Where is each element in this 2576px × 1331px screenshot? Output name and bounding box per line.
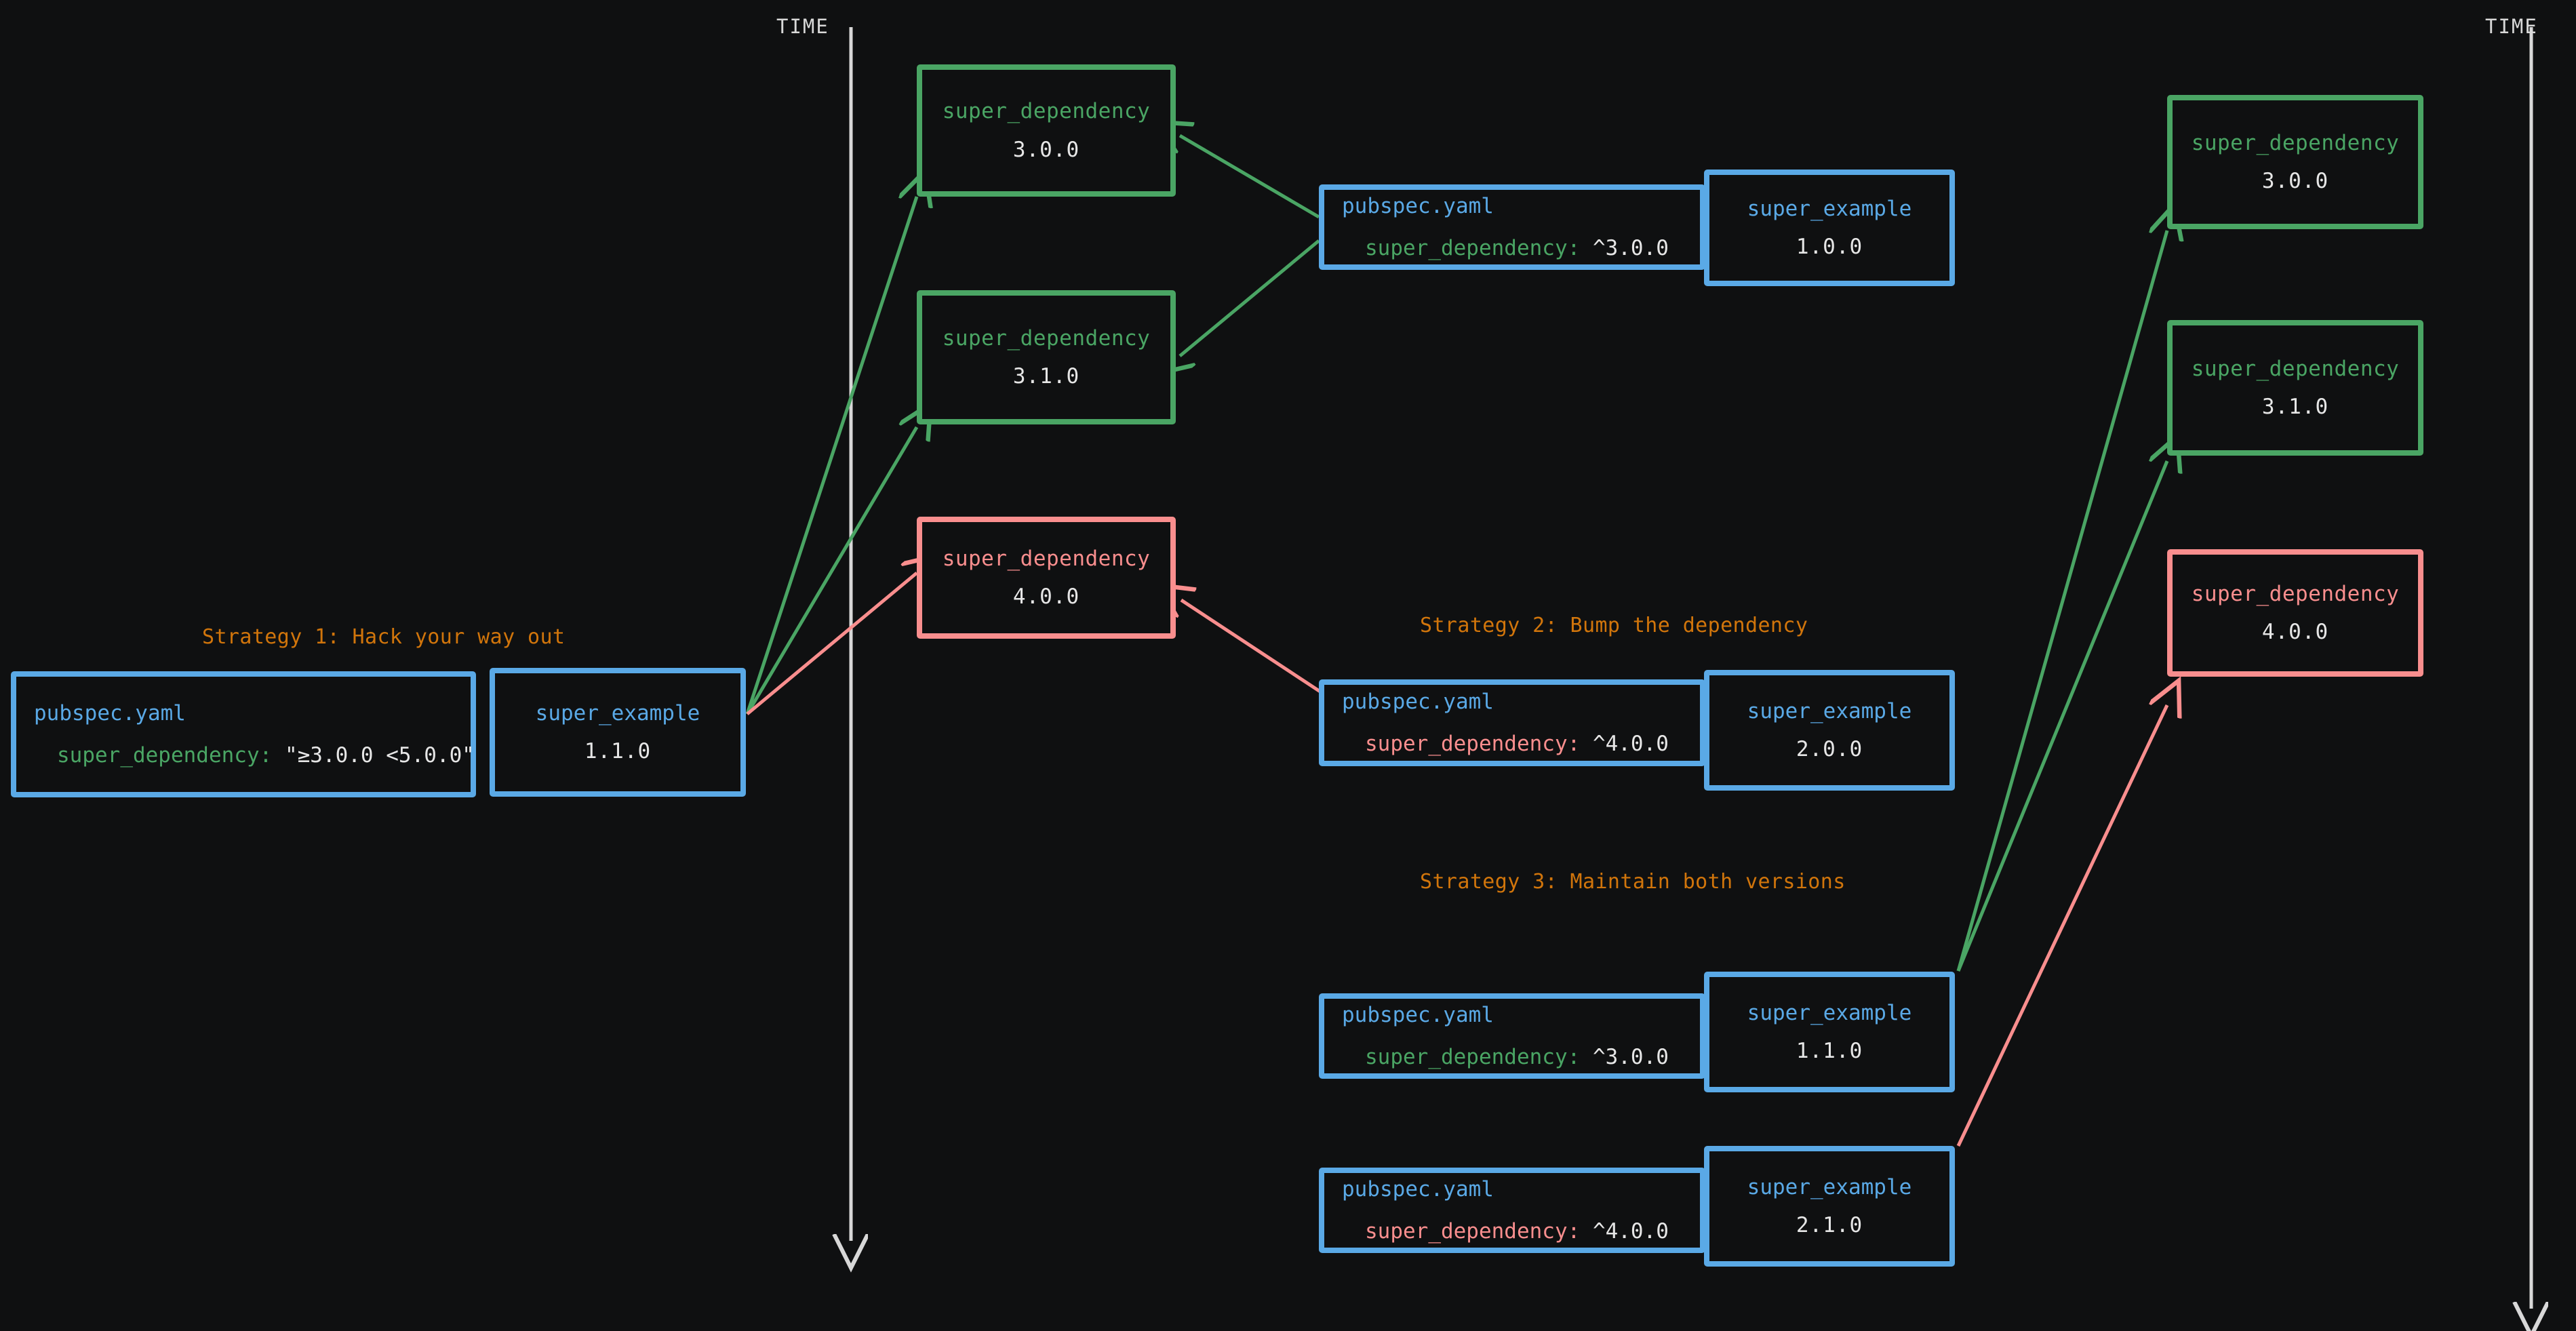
pubspec-filename: pubspec.yaml <box>1342 1176 1494 1201</box>
pubspec-filename: pubspec.yaml <box>1342 1002 1494 1027</box>
arrow-s1pkg-to-dep400 <box>746 573 917 715</box>
dep-version: 3.0.0 <box>2261 169 2329 193</box>
arrow-s3pkgA-to-rdep310 <box>1956 461 2167 972</box>
package-name: super_example <box>1747 1174 1912 1199</box>
pubspec-box-strategy1: pubspec.yaml super_dependency: "≥3.0.0 <… <box>11 671 476 797</box>
pubspec-dependency-value: ^4.0.0 <box>1580 732 1669 756</box>
pubspec-dependency-key: super_dependency: <box>1365 236 1581 260</box>
package-box-strategy3-1-1-0: super_example 1.1.0 <box>1704 972 1955 1092</box>
pubspec-dependency-key: super_dependency: <box>57 743 273 768</box>
arrow-top-yaml-to-dep310 <box>1180 239 1320 356</box>
dep-version: 3.1.0 <box>1012 364 1080 389</box>
pubspec-dependency-line: super_dependency: ^4.0.0 <box>1342 732 1669 755</box>
arrow-s3pkgB-to-rdep400 <box>1956 705 2167 1147</box>
package-name: super_example <box>535 700 700 726</box>
package-name: super_example <box>1747 196 1912 221</box>
pubspec-dependency-value: ^4.0.0 <box>1580 1219 1669 1244</box>
dep-version: 3.1.0 <box>2261 395 2329 419</box>
package-version: 2.0.0 <box>1796 737 1863 761</box>
pubspec-box-strategy3-b: pubspec.yaml super_dependency: ^4.0.0 <box>1319 1168 1705 1253</box>
dep-name: super_dependency <box>2191 581 2400 606</box>
pubspec-dependency-key: super_dependency: <box>1365 1219 1581 1244</box>
time-axis-right-label: TIME <box>2485 15 2538 38</box>
strategy-1-label: Strategy 1: Hack your way out <box>202 625 566 649</box>
package-version: 2.1.0 <box>1796 1213 1863 1237</box>
package-version: 1.0.0 <box>1796 235 1863 259</box>
dep-version: 3.0.0 <box>1012 137 1080 162</box>
package-name: super_example <box>1747 698 1912 723</box>
pubspec-dependency-value: ^3.0.0 <box>1580 1045 1669 1069</box>
arrow-s3pkgA-to-rdep300 <box>1956 231 2167 972</box>
package-box-strategy2-2-0-0: super_example 2.0.0 <box>1704 670 1955 791</box>
pubspec-filename: pubspec.yaml <box>34 700 186 726</box>
dep-box-right-3-1-0: super_dependency 3.1.0 <box>2167 320 2423 456</box>
pubspec-filename: pubspec.yaml <box>1342 193 1494 218</box>
dep-box-center-3-0-0: super_dependency 3.0.0 <box>917 64 1176 197</box>
package-version: 1.1.0 <box>584 739 652 763</box>
arrow-top-yaml-to-dep300 <box>1180 136 1320 219</box>
pubspec-box-top: pubspec.yaml super_dependency: ^3.0.0 <box>1319 184 1705 270</box>
pubspec-dependency-value: "≥3.0.0 <5.0.0" <box>272 743 475 768</box>
dep-box-center-3-1-0: super_dependency 3.1.0 <box>917 290 1176 424</box>
arrow-s1pkg-to-dep300 <box>745 197 917 715</box>
pubspec-dependency-value: ^3.0.0 <box>1580 236 1669 260</box>
pubspec-box-strategy2: pubspec.yaml super_dependency: ^4.0.0 <box>1319 679 1705 766</box>
package-version: 1.1.0 <box>1796 1039 1863 1063</box>
dep-name: super_dependency <box>942 546 1151 571</box>
dep-version: 4.0.0 <box>1012 584 1080 609</box>
strategy-2-label: Strategy 2: Bump the dependency <box>1420 614 1808 637</box>
dep-version: 4.0.0 <box>2261 620 2329 644</box>
pubspec-box-strategy3-a: pubspec.yaml super_dependency: ^3.0.0 <box>1319 993 1705 1079</box>
pubspec-dependency-line: super_dependency: ^3.0.0 <box>1342 237 1669 260</box>
pubspec-dependency-line: super_dependency: ^4.0.0 <box>1342 1220 1669 1243</box>
dep-box-center-4-0-0: super_dependency 4.0.0 <box>917 517 1176 639</box>
dep-box-right-4-0-0: super_dependency 4.0.0 <box>2167 549 2423 677</box>
time-axis-left-label: TIME <box>776 15 829 38</box>
strategy-3-label: Strategy 3: Maintain both versions <box>1420 870 1846 894</box>
dep-name: super_dependency <box>942 99 1151 124</box>
dep-name: super_dependency <box>2191 356 2400 381</box>
package-box-strategy1-1-1-0: super_example 1.1.0 <box>490 668 746 797</box>
pubspec-dependency-line: super_dependency: ^3.0.0 <box>1342 1046 1669 1069</box>
dep-name: super_dependency <box>942 325 1151 351</box>
package-box-strategy3-2-1-0: super_example 2.1.0 <box>1704 1146 1955 1267</box>
dep-box-right-3-0-0: super_dependency 3.0.0 <box>2167 95 2423 229</box>
arrow-s1pkg-to-dep310 <box>745 427 917 715</box>
arrow-s2yaml-to-dep400 <box>1181 600 1324 695</box>
pubspec-dependency-line: super_dependency: "≥3.0.0 <5.0.0" <box>34 744 475 767</box>
pubspec-dependency-key: super_dependency: <box>1365 732 1581 756</box>
package-name: super_example <box>1747 1000 1912 1025</box>
dep-name: super_dependency <box>2191 130 2400 155</box>
pubspec-filename: pubspec.yaml <box>1342 689 1494 714</box>
package-box-1-0-0: super_example 1.0.0 <box>1704 170 1955 286</box>
pubspec-dependency-key: super_dependency: <box>1365 1045 1581 1069</box>
